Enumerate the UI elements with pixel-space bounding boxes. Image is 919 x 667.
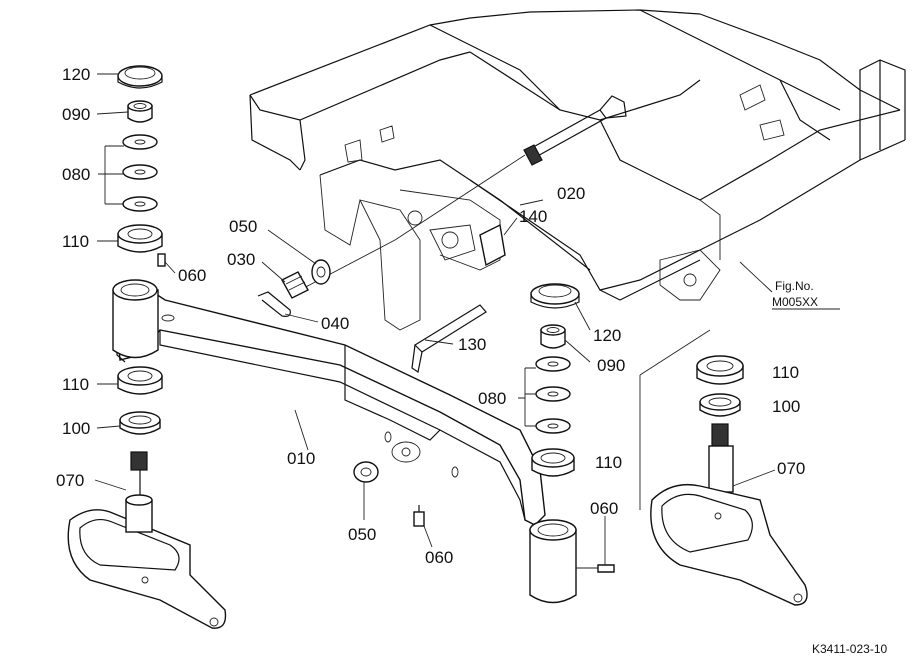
- pin-130: [411, 304, 487, 373]
- figure-ref-line2: M005XX: [772, 295, 818, 309]
- label-120-top: 120: [62, 65, 90, 84]
- right-pivot-tube: [529, 519, 577, 604]
- label-130: 130: [458, 335, 486, 354]
- label-060-right: 060: [590, 499, 618, 518]
- right-parts-stack: [530, 283, 615, 573]
- label-110-far-right: 110: [772, 363, 799, 382]
- figure-ref-line1: Fig.No.: [775, 279, 814, 293]
- label-110-top: 110: [62, 232, 89, 251]
- left-knuckle-070: [67, 494, 227, 629]
- label-050-bottom: 050: [348, 525, 376, 544]
- label-120-right: 120: [593, 326, 621, 345]
- far-right-assembly: [639, 329, 808, 606]
- label-090-right: 090: [597, 356, 625, 375]
- label-050-mid: 050: [229, 217, 257, 236]
- label-020: 020: [557, 184, 585, 203]
- label-100-far-right: 100: [772, 397, 800, 416]
- label-080-right: 080: [478, 389, 506, 408]
- label-070-left: 070: [56, 471, 84, 490]
- label-100-left: 100: [62, 419, 90, 438]
- label-070-right: 070: [777, 459, 805, 478]
- label-060-bottom: 060: [425, 548, 453, 567]
- label-060-top: 060: [178, 266, 206, 285]
- label-110-left: 110: [62, 375, 89, 394]
- left-pivot-tube: [112, 279, 159, 359]
- figure-reference: Fig.No. M005XX: [772, 279, 840, 310]
- label-040: 040: [321, 314, 349, 333]
- label-140: 140: [519, 207, 547, 226]
- labels: 120 090 080 110 060 050 030 040 020 140 …: [56, 65, 805, 567]
- shaft-020: [299, 95, 627, 291]
- label-090-top: 090: [62, 105, 90, 124]
- leader-lines: [94, 73, 776, 565]
- label-110-right-mid: 110: [595, 453, 622, 472]
- label-030: 030: [227, 250, 255, 269]
- drawing-id: K3411-023-10: [812, 642, 887, 656]
- label-080-top: 080: [62, 165, 90, 184]
- middle-parts: [257, 223, 506, 527]
- label-010: 010: [287, 449, 315, 468]
- left-parts-stack: [117, 65, 166, 505]
